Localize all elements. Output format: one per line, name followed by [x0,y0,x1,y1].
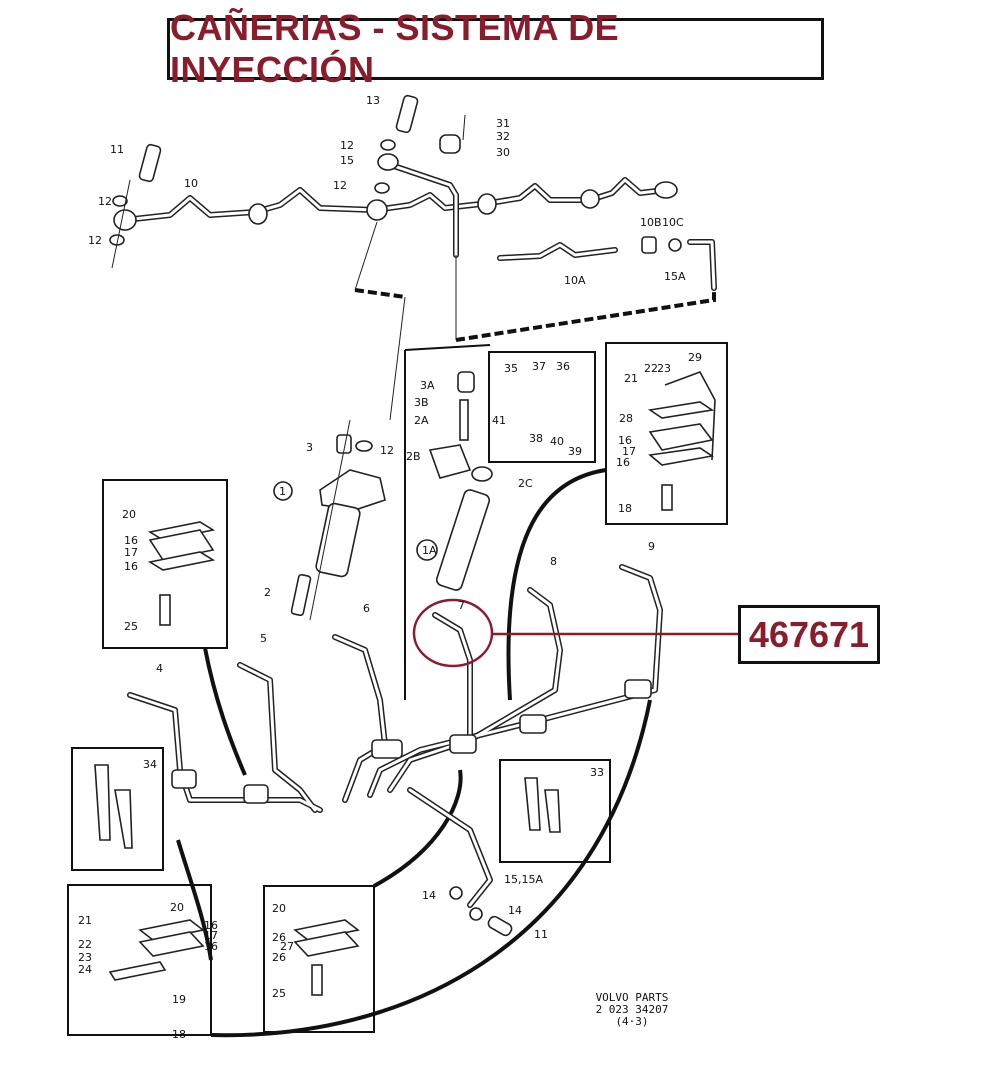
part-label-4: 4 [156,662,163,675]
part-label-14: 14 [508,904,522,917]
part-label-20: 20 [170,901,184,914]
part-label-39: 39 [568,445,582,458]
part-label-15: 15 [340,154,354,167]
part-label-14: 14 [422,889,436,902]
part-label-10: 10 [184,177,198,190]
part-label-18: 18 [172,1028,186,1041]
inset-box-bracket-29 [605,342,728,525]
part-label-23: 23 [78,951,92,964]
part-label-20: 20 [122,508,136,521]
part-label-1: 1 [279,485,286,498]
pipe-10A-15A [497,236,717,291]
injector-1 [290,419,386,621]
part-label-16: 16 [204,919,218,932]
part-number-callout: 467671 [738,605,880,664]
part-label-3A: 3A [420,379,435,392]
part-label-34: 34 [143,758,157,771]
part-label-38: 38 [529,432,543,445]
part-label-26: 26 [272,931,286,944]
part-label-10B: 10B [640,216,662,229]
part-label-40: 40 [550,435,564,448]
part-label-28: 28 [619,412,633,425]
part-label-11: 11 [110,143,124,156]
part-label-16: 16 [618,434,632,447]
part-label-18: 18 [618,502,632,515]
part-label-3B: 3B [414,396,429,409]
part-label-1515A: 15,15A [504,873,543,886]
part-label-6: 6 [363,602,370,615]
part-label-2C: 2C [518,477,533,490]
part-label-16: 16 [124,560,138,573]
part-label-36: 36 [556,360,570,373]
inset-box-33 [499,759,611,863]
inset-box-clamp-left [102,479,228,649]
footer-line1: VOLVO PARTS [596,991,669,1004]
part-label-11: 11 [534,928,548,941]
part-number: 467671 [748,613,870,655]
part-label-8: 8 [550,555,557,568]
part-label-7: 7 [458,599,465,612]
footer-line2: 2 023 34207 [596,1003,669,1016]
part-label-41: 41 [492,414,506,427]
part-label-17: 17 [204,929,218,942]
part-label-2A: 2A [414,414,429,427]
part-label-13: 13 [366,94,380,107]
part-label-12: 12 [88,234,102,247]
injector-1A [428,371,493,591]
part-label-30: 30 [496,146,510,159]
part-label-22: 22 [644,362,658,375]
part-label-25: 25 [124,620,138,633]
clamp-parts [94,371,716,996]
item-1A-circle [416,539,438,561]
part-label-32: 32 [496,130,510,143]
part-label-5: 5 [260,632,267,645]
item-1-circle [273,481,293,501]
part-label-16: 16 [124,534,138,547]
dashed-connector [354,288,406,299]
part-label-17: 17 [622,445,636,458]
part-label-19: 19 [172,993,186,1006]
part-label-35: 35 [504,362,518,375]
part-label-2B: 2B [406,450,421,463]
part-label-17: 17 [124,546,138,559]
inset-box-bottom-middle [263,885,375,1033]
inset-box-clamp [488,351,596,463]
part-label-27: 27 [280,940,294,953]
part-label-29: 29 [688,351,702,364]
part-label-16: 16 [204,940,218,953]
part-label-12: 12 [98,195,112,208]
injection-pipes [127,564,663,937]
page-title: CAÑERIAS - SISTEMA DE INYECCIÓN [170,7,620,90]
part-label-15A: 15A [664,270,686,283]
part-label-1A: 1A [422,544,437,557]
part-label-21: 21 [624,372,638,385]
part-label-9: 9 [648,540,655,553]
part-label-26: 26 [272,951,286,964]
part-label-25: 25 [272,987,286,1000]
return-pipe-10 [113,177,678,231]
part-label-22: 22 [78,938,92,951]
title-box: CAÑERIAS - SISTEMA DE INYECCIÓN [167,7,824,90]
part-label-3: 3 [306,441,313,454]
part-label-37: 37 [532,360,546,373]
part-label-24: 24 [78,963,92,976]
part-label-33: 33 [590,766,604,779]
part-label-10C: 10C [662,216,684,229]
connector-curve [203,647,247,776]
part-label-31: 31 [496,117,510,130]
part-label-21: 21 [78,914,92,927]
inset-box-34 [71,747,164,871]
highlight-circle [412,598,494,668]
part-label-16: 16 [616,456,630,469]
part-label-12: 12 [380,444,394,457]
banjo-bolts [109,94,466,269]
part-label-2: 2 [264,586,271,599]
part-label-12: 12 [333,179,347,192]
part-label-23: 23 [657,362,671,375]
footer-line3: (4·3) [615,1015,648,1028]
part-label-20: 20 [272,902,286,915]
part-label-12: 12 [340,139,354,152]
part-label-10A: 10A [564,274,586,287]
